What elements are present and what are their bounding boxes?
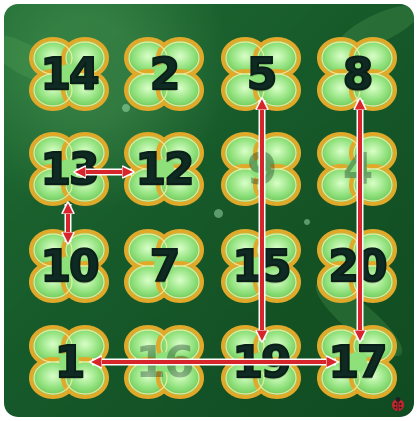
clover-tile[interactable]: 17 xyxy=(314,322,400,402)
tile-number: 8 xyxy=(314,34,400,114)
tile-number: 4 xyxy=(314,129,400,209)
clover-tile[interactable]: 19 xyxy=(218,322,304,402)
clover-tile[interactable]: 7 xyxy=(121,226,207,306)
tile-number: 9 xyxy=(218,129,304,209)
ladybug-icon xyxy=(390,396,406,412)
tile-number: 20 xyxy=(314,226,400,306)
tile-number: 10 xyxy=(26,226,112,306)
tile-number: 17 xyxy=(314,322,400,402)
background-bubble xyxy=(304,219,310,225)
clover-tile[interactable]: 12 xyxy=(121,129,207,209)
tile-number: 14 xyxy=(26,34,112,114)
clover-tile[interactable]: 15 xyxy=(218,226,304,306)
clover-tile[interactable]: 1 xyxy=(26,322,112,402)
tile-number: 19 xyxy=(218,322,304,402)
clover-tile[interactable]: 10 xyxy=(26,226,112,306)
clover-tile[interactable]: 4 xyxy=(314,129,400,209)
tile-number: 13 xyxy=(26,129,112,209)
game-board: 14 2 5 8 13 12 9 4 xyxy=(4,4,414,417)
clover-tile[interactable]: 9 xyxy=(218,129,304,209)
tile-number: 7 xyxy=(121,226,207,306)
tile-number: 2 xyxy=(121,34,207,114)
tile-number: 1 xyxy=(26,322,112,402)
tile-number: 5 xyxy=(218,34,304,114)
clover-tile[interactable]: 8 xyxy=(314,34,400,114)
clover-tile[interactable]: 5 xyxy=(218,34,304,114)
tile-number: 16 xyxy=(121,322,207,402)
clover-tile[interactable]: 14 xyxy=(26,34,112,114)
background-bubble xyxy=(214,209,223,218)
clover-tile[interactable]: 20 xyxy=(314,226,400,306)
tile-number: 15 xyxy=(218,226,304,306)
clover-tile[interactable]: 13 xyxy=(26,129,112,209)
clover-tile[interactable]: 2 xyxy=(121,34,207,114)
clover-tile[interactable]: 16 xyxy=(121,322,207,402)
tile-number: 12 xyxy=(121,129,207,209)
